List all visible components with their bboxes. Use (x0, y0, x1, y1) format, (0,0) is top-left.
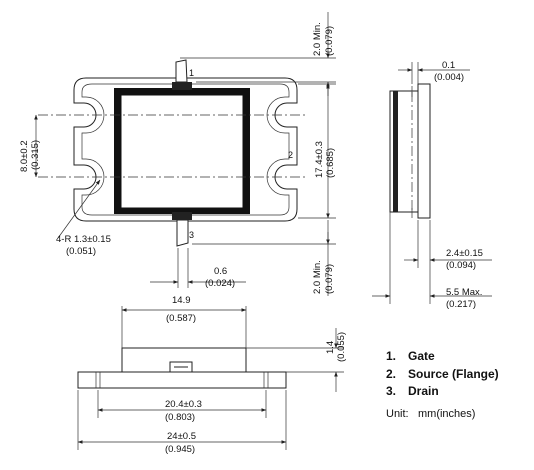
pin-1-label: 1 (189, 68, 194, 78)
dim-total-height: 5.5 Max. (446, 287, 482, 298)
dim-body-height-front: 1.4 (325, 341, 336, 354)
side-lid (393, 91, 398, 212)
dim-bottom-lead-length-in: (0.079) (324, 264, 335, 294)
dim-flange-thickness: 2.4±0.15 (446, 248, 483, 259)
dim-slot-radius-in: (0.051) (66, 246, 96, 257)
dim-body-height: 17.4±0.3 (314, 141, 325, 178)
dim-lead-width-in: (0.024) (205, 278, 235, 289)
side-view: 0.1 (0.004) 2.4±0.15 (0.094) 5.5 Max. (0… (372, 60, 492, 310)
legend-num-1: 1. (386, 349, 396, 363)
top-view: 1 2 3 2.0 Min. (0.079) 17.4±0.3 (0.685) … (19, 12, 336, 296)
dim-body-height-front-in: (0.055) (336, 332, 347, 362)
front-flange (77, 371, 287, 389)
front-view: 14.9 (0.587) 1.4 (0.055) 20.4±0.3 (0.803… (77, 295, 347, 455)
flange-inner-outline (81, 83, 290, 216)
legend-label-drain: Drain (408, 384, 439, 398)
dim-body-width: 14.9 (172, 295, 191, 306)
dim-body-height-in: (0.685) (325, 148, 336, 178)
lead-gate-tab (175, 59, 188, 83)
pin-3-label: 3 (189, 230, 194, 240)
dim-lead-width: 0.6 (214, 266, 227, 277)
dim-body-width-in: (0.587) (166, 313, 196, 324)
side-flange (417, 83, 431, 219)
legend-num-3: 3. (386, 384, 396, 398)
legend-label-gate: Gate (408, 349, 435, 363)
dim-lead-thickness: 0.1 (442, 60, 455, 71)
lead-drain-tab (176, 219, 189, 247)
legend-label-source: Source (Flange) (408, 367, 499, 381)
dim-top-lead-length-in: (0.079) (324, 26, 335, 56)
dim-slot-radius: 4-R 1.3±0.15 (56, 234, 111, 245)
dim-hole-pitch-in: (0.803) (165, 412, 195, 423)
dim-total-height-in: (0.217) (446, 299, 476, 310)
dim-slot-pitch-in: (0.315) (30, 140, 41, 170)
pin-2-label: 2 (288, 150, 293, 160)
legend-num-2: 2. (386, 367, 396, 381)
unit-value: mm(inches) (418, 408, 475, 420)
dim-hole-pitch: 20.4±0.3 (165, 399, 202, 410)
lead-gate (172, 82, 192, 90)
pin-legend: 1. Gate 2. Source (Flange) 3. Drain Unit… (386, 349, 499, 420)
dim-flange-width-in: (0.945) (165, 444, 195, 455)
dim-lead-thickness-in: (0.004) (434, 72, 464, 83)
unit-label: Unit: (386, 408, 409, 420)
package-lid (120, 94, 244, 209)
dim-top-lead-length: 2.0 Min. (312, 22, 323, 56)
lead-drain (172, 212, 192, 220)
dim-flange-width: 24±0.5 (167, 431, 196, 442)
dim-flange-thickness-in: (0.094) (446, 260, 476, 271)
dim-slot-pitch: 8.0±0.2 (19, 140, 30, 172)
dim-bottom-lead-length: 2.0 Min. (312, 260, 323, 294)
